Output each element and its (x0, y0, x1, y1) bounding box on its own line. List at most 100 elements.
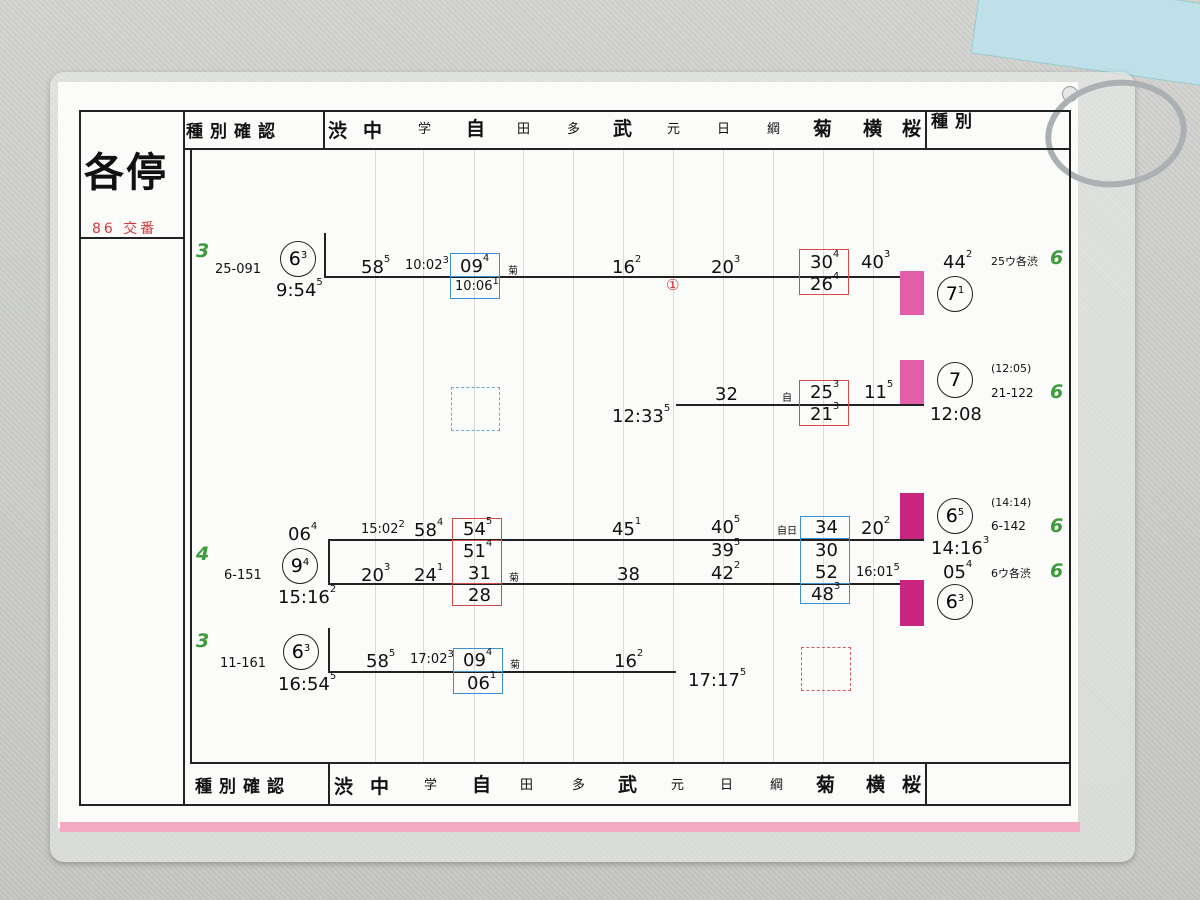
grid-line (573, 150, 574, 762)
row3-endA-circle: 65 (937, 498, 973, 534)
row1-t6: 304 (810, 249, 840, 273)
header-station: 菊 (813, 118, 833, 140)
header-type-check: 種別確認 (186, 122, 282, 142)
row1-car-circle: 63 (280, 241, 316, 277)
grid-line (423, 150, 424, 762)
row2-t1: 32 (715, 384, 738, 405)
footer-station: 学 (424, 778, 438, 793)
row1-mark: ① (666, 276, 680, 294)
row2-start: 12:335 (612, 403, 671, 427)
footer-type-check: 種別確認 (195, 777, 291, 797)
row1-t5: 203 (711, 254, 741, 278)
footer-divider (328, 763, 330, 806)
row3-a5: 405 (711, 514, 741, 538)
row3-a5b: 395 (711, 537, 741, 561)
row3-b7: 16:015 (856, 562, 900, 580)
row2-t2: 253 (810, 379, 840, 403)
row4-t3b: 061 (467, 670, 497, 694)
row1-next-num: 6 (1050, 247, 1064, 269)
grid-line (523, 150, 524, 762)
footer-station: 田 (520, 778, 534, 793)
footer-station: 自 (472, 774, 492, 796)
row3-box-split (800, 538, 850, 539)
row4-dep: 16:545 (278, 671, 337, 695)
footer-station: 菊 (816, 774, 836, 796)
footer-station: 渋 (334, 776, 354, 798)
row1-t6b: 264 (810, 271, 840, 295)
row2-arr: 12:08 (930, 404, 982, 425)
row3-a3: 545 (463, 516, 493, 540)
row3-box-split (452, 540, 502, 541)
footer-divider-right (925, 763, 927, 806)
page-title: 各停 (84, 150, 168, 196)
row1-t2: 10:023 (405, 255, 449, 273)
row3-dep: 15:162 (278, 584, 337, 608)
left-divider (183, 110, 185, 806)
row3-a3b: 514 (463, 538, 493, 562)
row3-a6b: 30 (815, 540, 838, 561)
row3-kiku: 菊 (509, 573, 519, 584)
header-line (183, 148, 1071, 150)
header-divider-right (925, 110, 927, 150)
row3-code: 4 (196, 543, 210, 565)
timetable-card (58, 82, 1078, 828)
row4-end: 17:175 (688, 667, 747, 691)
footer-station: 綱 (770, 778, 784, 793)
title-line (79, 237, 183, 239)
row3-train: 6-151 (224, 568, 262, 583)
row1-magenta-bar (900, 271, 924, 315)
header-station: 元 (667, 122, 681, 137)
row1-t1: 585 (361, 254, 391, 278)
footer-station: 武 (618, 774, 638, 796)
row4-t1: 585 (366, 648, 396, 672)
row3-pre: 064 (288, 521, 318, 545)
row1-kiku: 菊 (508, 266, 518, 277)
row4-train: 11-161 (220, 656, 267, 671)
row4-start-bar (328, 628, 330, 672)
header-station: 学 (418, 122, 432, 137)
header-station: 中 (363, 120, 383, 142)
row2-box-red (799, 380, 849, 426)
row2-next-num: 6 (1050, 381, 1064, 403)
row3-box-blue (800, 516, 850, 604)
timetable-frame (79, 110, 1071, 806)
punch-hole (1062, 86, 1078, 102)
row4-kiku: 菊 (510, 660, 520, 671)
row1-box-red (799, 249, 849, 295)
row2-magenta-bar (900, 360, 924, 404)
header-station: 田 (517, 122, 531, 137)
row3-magenta-bar-a (900, 493, 924, 539)
row3-a7: 202 (861, 515, 891, 539)
row2-t2b: 213 (810, 401, 840, 425)
row3-endB-circle: 63 (937, 584, 973, 620)
left-divider-2 (190, 150, 192, 763)
header-station: 桜 (902, 118, 922, 140)
row3-line-a (328, 539, 924, 541)
row3-nextA-num: 6 (1050, 515, 1064, 537)
row2-line (676, 404, 924, 406)
row3-b6: 52 (815, 562, 838, 583)
row1-code: 3 (196, 240, 210, 262)
row4-t3: 094 (463, 647, 493, 671)
row2-ji: 自 (782, 393, 792, 404)
row3-a1: 15:022 (361, 519, 405, 537)
footer-station: 元 (671, 778, 685, 793)
row2-paren: (12:05) (991, 362, 1032, 375)
footer-station: 日 (720, 778, 734, 793)
header-station: 自 (466, 118, 486, 140)
row3-a6: 34 (815, 517, 838, 538)
row3-box-split (452, 583, 502, 584)
row1-next: 25ウ各渋 (991, 255, 1038, 268)
row3-a2: 584 (414, 517, 444, 541)
row3-parenA: (14:14) (991, 496, 1032, 509)
grid-line (474, 150, 475, 762)
pink-strip (60, 822, 1080, 832)
row1-t7: 403 (861, 249, 891, 273)
row2-next: 21-122 (991, 386, 1034, 400)
row1-arr: 442 (943, 249, 973, 273)
row3-endA-time: 14:163 (931, 535, 990, 559)
header-station: 横 (863, 118, 883, 140)
footer-station: 多 (572, 778, 586, 793)
grid-line (623, 150, 624, 762)
row3-b4: 38 (617, 564, 640, 585)
